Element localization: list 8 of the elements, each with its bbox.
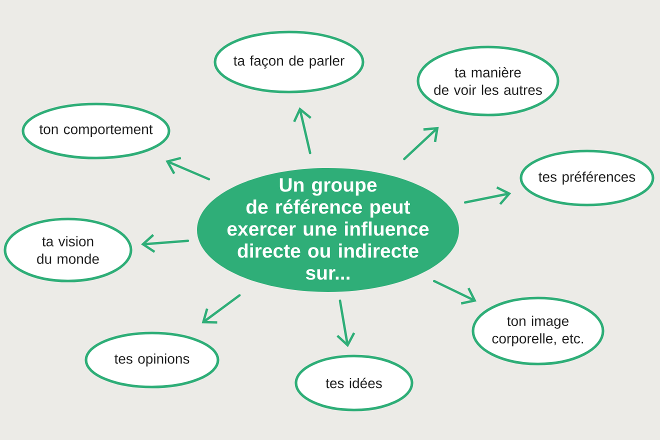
arrow: [433, 280, 476, 305]
arrow: [293, 107, 312, 154]
arrow: [202, 294, 241, 324]
arrow: [464, 186, 512, 205]
arrow: [141, 234, 190, 253]
arrow: [403, 126, 439, 160]
arrow: [336, 300, 356, 348]
arrow: [166, 156, 210, 180]
